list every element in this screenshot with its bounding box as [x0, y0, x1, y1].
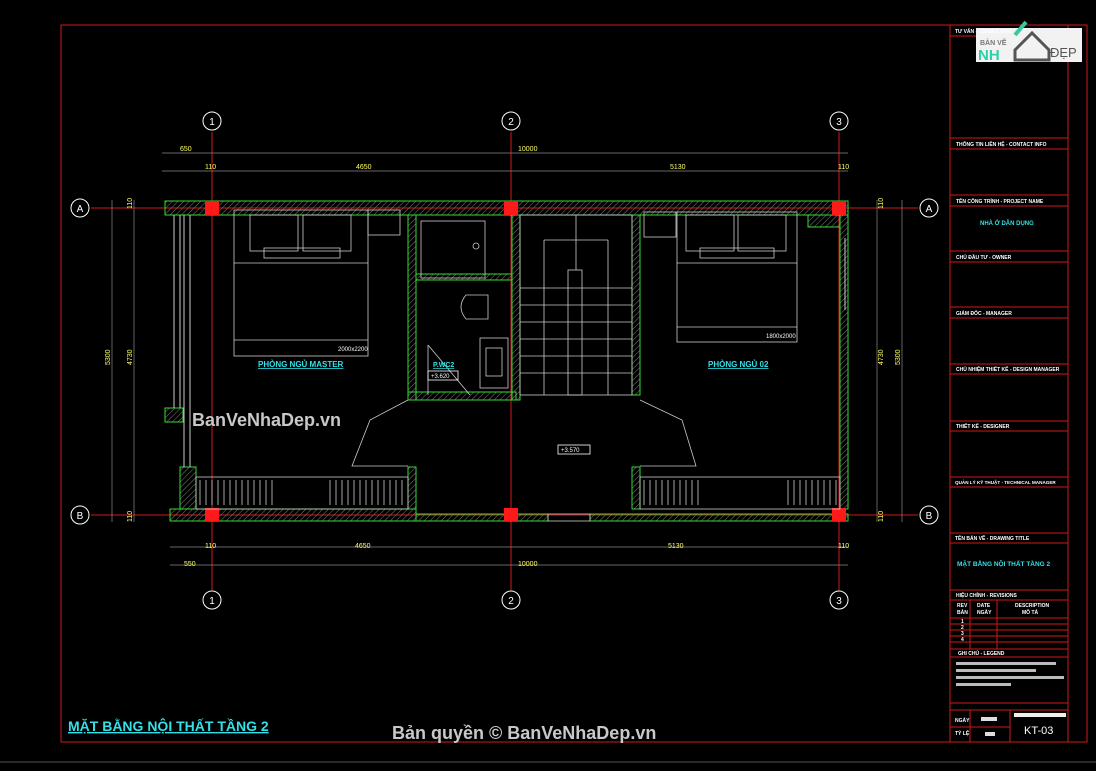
- dim-left-inner: 4730: [127, 349, 134, 365]
- dim-right-wall: 110: [878, 198, 885, 209]
- dimension-lines: [111, 152, 903, 566]
- bed-master-size: 2000x2200: [338, 347, 368, 353]
- dim-left-wall: 110: [127, 198, 134, 209]
- tb-rev-col3-b: MÔ TẢ: [1022, 608, 1038, 616]
- tb-rev-col2-a: DATE: [977, 603, 991, 609]
- grid-bubbles: [70, 111, 939, 610]
- level-hall: +3.570: [561, 448, 580, 454]
- room-label-master: PHÒNG NGỦ MASTER: [258, 360, 344, 369]
- svg-text:ĐẸP: ĐẸP: [1050, 45, 1077, 60]
- tb-project-name: NHÀ Ở DÂN DỤNG: [980, 220, 1034, 227]
- grid-bubble-b-right: B: [926, 511, 933, 522]
- dim-right-inner: 4730: [878, 349, 885, 365]
- tb-date-label: NGÀY: [955, 717, 970, 724]
- logo: BẢN VẼ NH ĐẸP: [976, 20, 1082, 64]
- tb-technical-manager-label: QUẢN LÝ KỸ THUẬT - TECHNICAL MANAGER: [955, 479, 1056, 485]
- grid-bubble-2-top: 2: [508, 117, 514, 128]
- doors-and-wardrobes: [195, 399, 841, 522]
- dim-top-seg-3: 5130: [670, 164, 686, 171]
- tb-legend-notes: [956, 662, 1064, 686]
- bathroom-fixtures: [420, 220, 509, 396]
- drawing-title: MẶT BẰNG NỘI THẤT TẦNG 2: [68, 717, 269, 734]
- level-wc2: +3.620: [431, 374, 450, 380]
- tb-design-manager-label: CHỦ NHIỆM THIẾT KẾ - DESIGN MANAGER: [956, 365, 1060, 373]
- tb-rev-row-3: 3: [961, 631, 964, 637]
- grid-bubble-b-left: B: [77, 511, 84, 522]
- tb-rev-col3-a: DESCRIPTION: [1015, 603, 1050, 609]
- columns: [205, 201, 846, 521]
- grid-bubble-a-right: A: [926, 204, 933, 215]
- dim-right-overall: 5300: [895, 349, 902, 365]
- watermark-bottom: Bản quyền © BanVeNhaDep.vn: [392, 723, 656, 743]
- tb-project-name-label: TÊN CÔNG TRÌNH - PROJECT NAME: [956, 197, 1044, 205]
- grid-bubble-a-left: A: [77, 204, 84, 215]
- dim-right-wall-bottom: 110: [878, 511, 885, 522]
- dim-top-offset: 650: [180, 146, 192, 153]
- svg-text:NH: NH: [978, 47, 1000, 64]
- sheet-border: [60, 24, 1088, 743]
- grid-bubble-2-bottom: 2: [508, 596, 514, 607]
- dim-top-seg-4: 110: [838, 164, 849, 171]
- dim-bottom-seg-3: 5130: [668, 543, 684, 550]
- bed-02: [643, 211, 798, 343]
- tb-owner-label: CHỦ ĐẦU TƯ - OWNER: [956, 254, 1012, 261]
- grid-bubble-3-bottom: 3: [836, 596, 842, 607]
- tb-rev-col1-a: REV: [957, 603, 968, 609]
- room-label-02: PHÒNG NGỦ 02: [708, 360, 769, 369]
- tb-revisions-label: HIỆU CHỈNH - REVISIONS: [956, 591, 1018, 599]
- grid-bubble-3-top: 3: [836, 117, 842, 128]
- tb-manager-label: GIÁM ĐỐC - MANAGER: [956, 310, 1012, 317]
- grid-bubble-1-top: 1: [209, 117, 215, 128]
- tb-rev-row-4: 4: [961, 637, 964, 643]
- staircase: [519, 214, 633, 396]
- tb-legend-label: GHI CHÚ - LEGEND: [958, 650, 1005, 657]
- tb-rev-row-1: 1: [961, 619, 964, 625]
- tb-rev-col1-b: BẢN: [957, 609, 968, 616]
- dim-bottom-seg-2: 4650: [355, 543, 371, 550]
- bed-master: [233, 209, 401, 357]
- dim-top-seg-2: 4650: [356, 164, 372, 171]
- svg-text:BẢN VẼ: BẢN VẼ: [980, 38, 1007, 47]
- dim-left-wall-bottom: 110: [127, 511, 134, 522]
- dim-left-overall: 5300: [105, 349, 112, 365]
- dim-bottom-seg-4: 110: [838, 543, 849, 550]
- watermark-center: BanVeNhaDep.vn: [192, 410, 341, 430]
- dim-bottom-overall: 10000: [518, 561, 538, 568]
- left-window: [173, 215, 846, 467]
- tb-designer-label: THIẾT KẾ - DESIGNER: [956, 423, 1010, 430]
- dim-top-seg-1: 110: [205, 164, 216, 171]
- tb-scale-label: TỶ LỆ: [955, 729, 970, 737]
- grid-bubble-1-bottom: 1: [209, 596, 215, 607]
- dim-bottom-offset: 550: [184, 561, 196, 568]
- dim-top-overall: 10000: [518, 146, 538, 153]
- sheet-number: KT-03: [1024, 725, 1053, 737]
- tb-contact-info: THÔNG TIN LIÊN HỆ - CONTACT INFO: [956, 140, 1047, 148]
- bed-02-size: 1800x2000: [766, 334, 796, 340]
- tb-drawing-title-label: TÊN BẢN VẼ - DRAWING TITLE: [955, 534, 1030, 542]
- dim-bottom-seg-1: 110: [205, 543, 216, 550]
- tb-rev-row-2: 2: [961, 625, 964, 631]
- tb-consultant: TƯ VẤN - CONSULTANT: [955, 28, 1012, 35]
- room-label-wc2: P.WC2: [433, 362, 454, 369]
- tb-rev-col2-b: NGÀY: [977, 609, 992, 616]
- tb-drawing-title: MẶT BẰNG NỘI THẤT TẦNG 2: [957, 558, 1051, 568]
